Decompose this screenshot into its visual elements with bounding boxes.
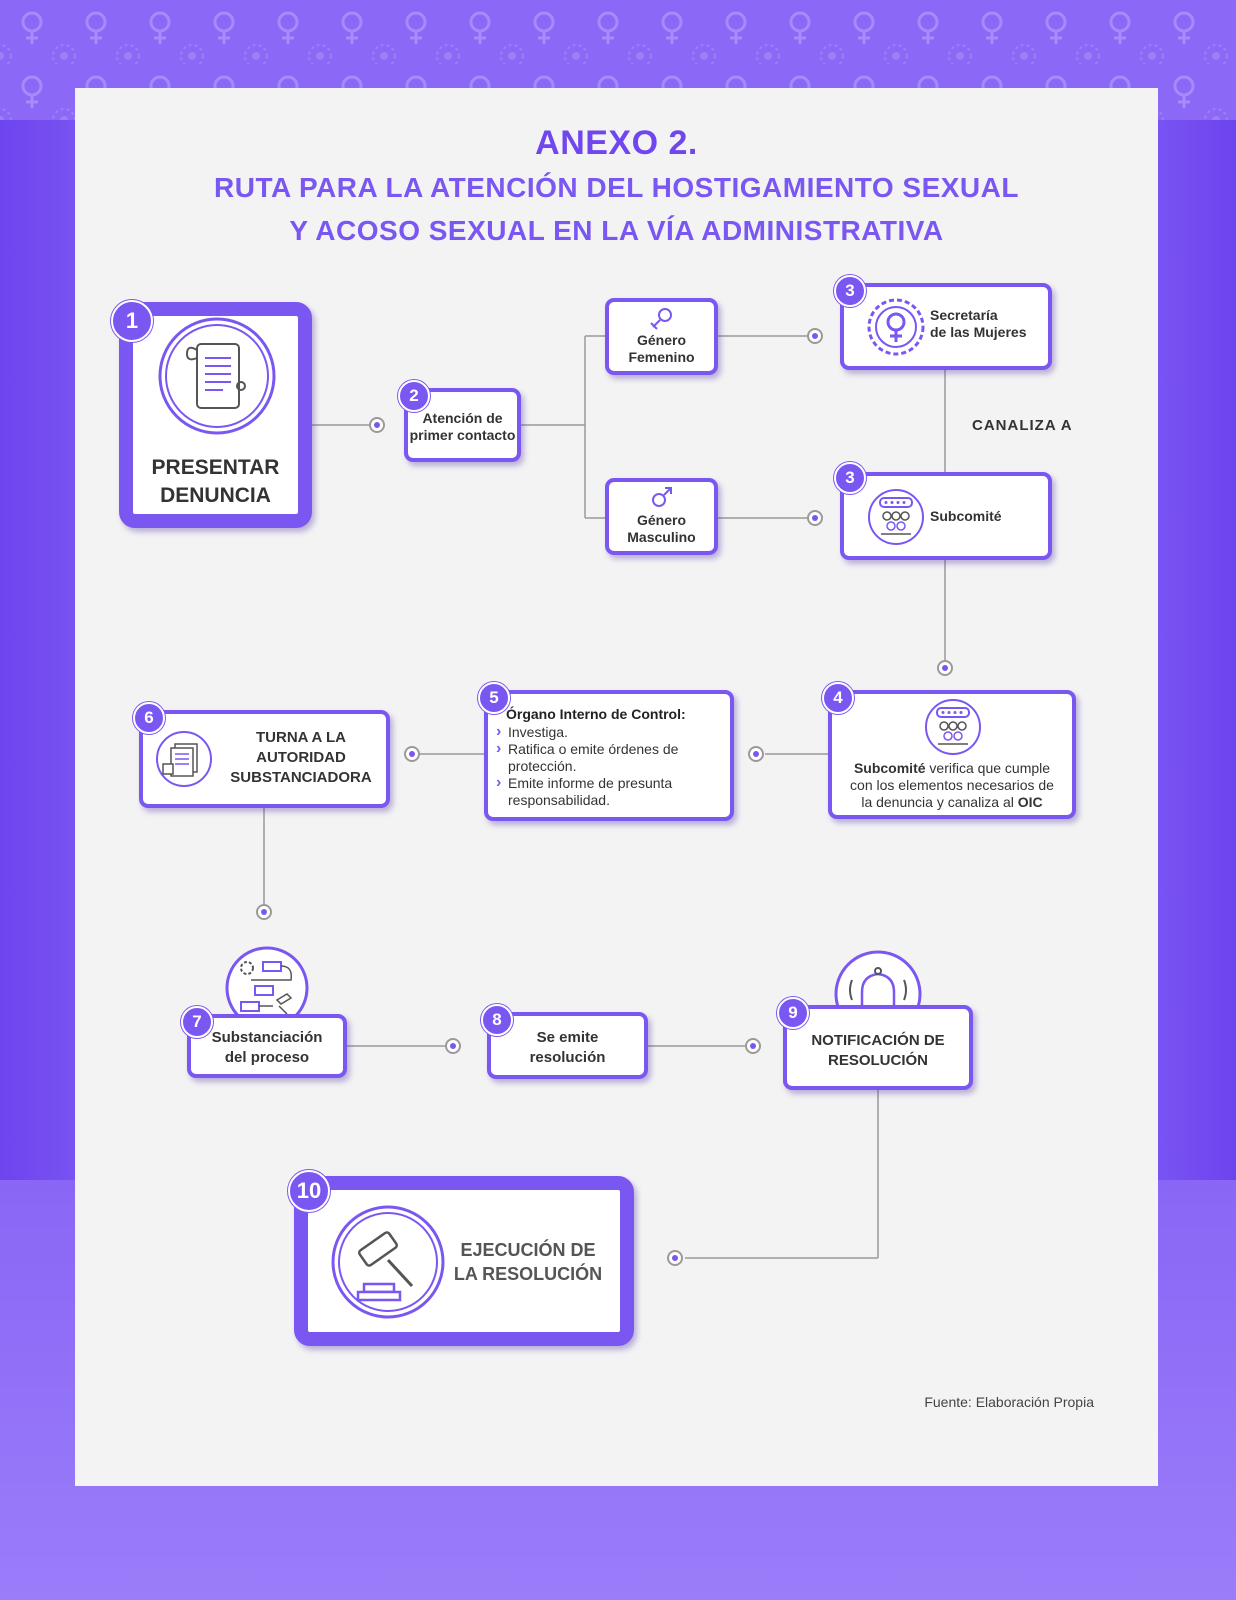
connector-dot <box>807 510 823 526</box>
step-5-items: Investiga.Ratifica o emite órdenes de pr… <box>496 723 706 809</box>
connector-dot <box>369 417 385 433</box>
document-scroll-icon <box>157 316 277 441</box>
page-subtitle-line1: RUTA PARA LA ATENCIÓN DEL HOSTIGAMIENTO … <box>214 172 1019 203</box>
connector-dot <box>256 904 272 920</box>
step-5-item: Investiga. <box>496 723 706 741</box>
male-symbol-icon <box>647 485 677 516</box>
background-side-right <box>1146 120 1236 1220</box>
connector-dot <box>937 660 953 676</box>
step-9-number: 9 <box>777 997 809 1029</box>
connector-dot <box>748 746 764 762</box>
connector-lines <box>263 335 946 1259</box>
female-emblem-icon <box>867 298 925 361</box>
step-6-number: 6 <box>133 702 165 734</box>
step-3-subcomite: Subcomité <box>840 472 1052 560</box>
step-5-item: Ratifica o emite órdenes de protección. <box>496 740 706 775</box>
process-flow-icon <box>225 946 309 1035</box>
step-5-number: 5 <box>478 682 510 714</box>
committee-icon <box>924 698 982 761</box>
step-5-organo-interno: Órgano Interno de Control: Investiga.Rat… <box>484 690 734 821</box>
documents-hand-icon <box>155 730 213 793</box>
step-4-number: 4 <box>822 682 854 714</box>
step-3-subcomite-label: Subcomité <box>930 508 1002 524</box>
committee-icon <box>867 488 925 551</box>
connector-dot <box>667 1250 683 1266</box>
female-male-symbol-icon <box>647 305 677 336</box>
source-footer: Fuente: Elaboración Propia <box>924 1394 1094 1410</box>
content-panel: ANEXO 2. RUTA PARA LA ATENCIÓN DEL HOSTI… <box>75 88 1158 1486</box>
page-title: ANEXO 2. <box>535 124 698 162</box>
connector-dot <box>445 1038 461 1054</box>
step-7-number: 7 <box>181 1006 213 1038</box>
step-4-subcomite-verifica: Subcomité verifica que cumple con los el… <box>828 690 1076 819</box>
step-2-number: 2 <box>398 380 430 412</box>
step-5-heading: Órgano Interno de Control: <box>506 706 686 722</box>
step-3a-number: 3 <box>834 275 866 307</box>
step-8-number: 8 <box>481 1004 513 1036</box>
step-3b-number: 3 <box>834 462 866 494</box>
canaliza-a-label: CANALIZA A <box>972 417 1073 434</box>
step-1-number: 1 <box>111 300 153 342</box>
connector-dot <box>807 328 823 344</box>
page-subtitle-line2: Y ACOSO SEXUAL EN LA VÍA ADMINISTRATIVA <box>289 215 944 246</box>
connector-dot <box>404 746 420 762</box>
step-10-number: 10 <box>288 1170 330 1212</box>
connector-dot <box>745 1038 761 1054</box>
gavel-icon <box>330 1204 446 1325</box>
step-5-item: Emite informe de presunta responsabilida… <box>496 774 706 809</box>
step-4-text: Subcomité verifica que cumple con los el… <box>850 760 1054 810</box>
